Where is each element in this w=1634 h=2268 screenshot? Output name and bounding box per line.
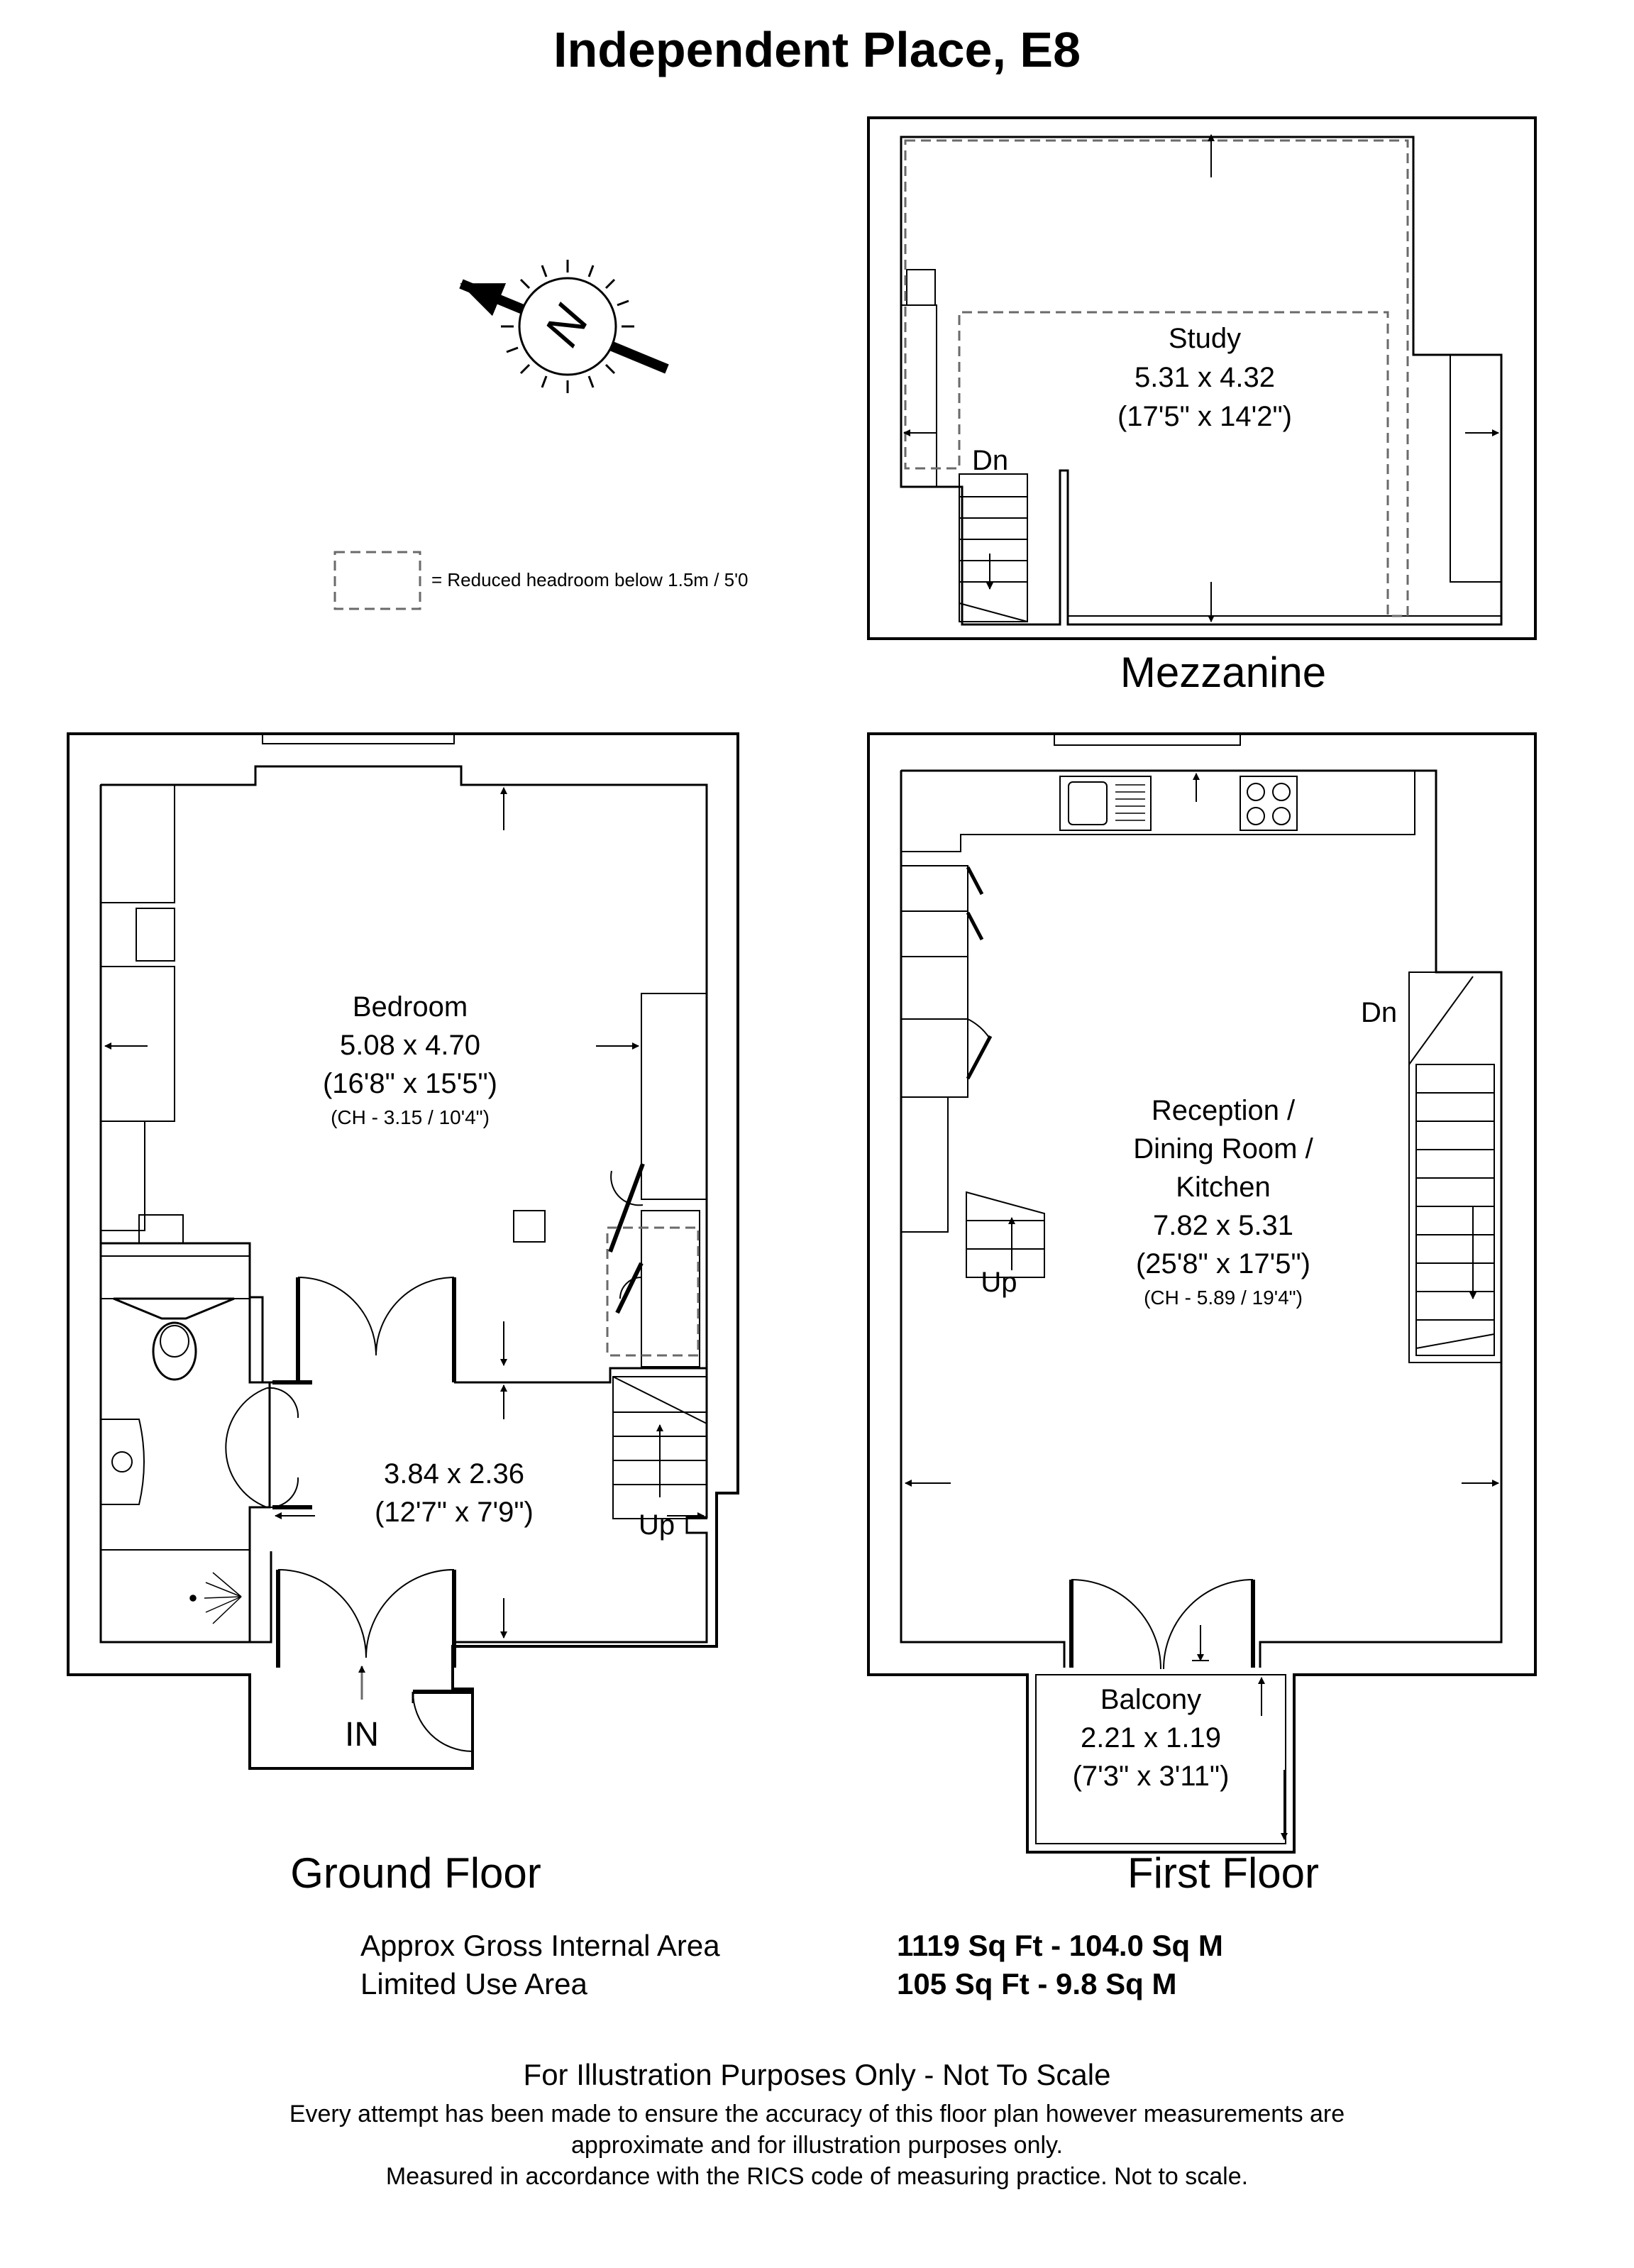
hall-metric: 3.84 x 2.36 xyxy=(384,1458,524,1490)
entrance-label: IN xyxy=(345,1716,379,1754)
headroom-legend: = Reduced headroom below 1.5m / 5'0 xyxy=(333,551,749,610)
gross-area-value: 1119 Sq Ft - 104.0 Sq M xyxy=(897,1929,1223,1962)
reception-line1: Reception / xyxy=(1152,1095,1296,1126)
compass-ticks xyxy=(501,260,634,393)
bedroom-metric: 5.08 x 4.70 xyxy=(340,1030,480,1061)
first-floor-down-stair xyxy=(1408,971,1502,1363)
ground-stair xyxy=(612,1376,707,1519)
study-imperial: (17'5" x 14'2") xyxy=(1117,401,1292,432)
mezzanine-stair-label: Dn xyxy=(972,445,1008,476)
first-floor-plan: Reception / Dining Room / Kitchen 7.82 x… xyxy=(867,732,1537,1897)
reception-ceiling: (CH - 5.89 / 19'4") xyxy=(1144,1287,1303,1309)
first-stair-up-label: Up xyxy=(981,1267,1017,1298)
illustration-notice: For Illustration Purposes Only - Not To … xyxy=(523,2058,1111,2091)
legend-text: = Reduced headroom below 1.5m / 5'0 xyxy=(431,569,749,590)
gross-area-label: Approx Gross Internal Area xyxy=(360,1929,720,1962)
mezzanine-floor-label: Mezzanine xyxy=(1120,649,1326,696)
bedroom-imperial: (16'8" x 15'5") xyxy=(323,1068,497,1099)
first-floor-up-stair xyxy=(966,1191,1045,1278)
hob-icon xyxy=(1240,776,1298,831)
limited-area-label: Limited Use Area xyxy=(360,1967,587,2000)
study-name: Study xyxy=(1169,323,1241,354)
reception-line3: Kitchen xyxy=(1176,1172,1270,1203)
balcony-metric: 2.21 x 1.19 xyxy=(1081,1722,1221,1754)
shower-spray-icon xyxy=(189,1572,242,1624)
balcony-name: Balcony xyxy=(1100,1684,1201,1715)
reception-imperial: (25'8" x 17'5") xyxy=(1136,1248,1310,1279)
mezzanine-plan: Study 5.31 x 4.32 (17'5" x 14'2") Dn Mez… xyxy=(867,116,1537,696)
bedroom-ceiling: (CH - 3.15 / 10'4") xyxy=(331,1106,490,1128)
ground-floor-plan: Bedroom 5.08 x 4.70 (16'8" x 15'5") (CH … xyxy=(67,732,739,1897)
ground-stair-label: Up xyxy=(639,1509,675,1541)
sink-icon xyxy=(1059,776,1152,831)
hall-imperial: (12'7" x 7'9") xyxy=(375,1497,534,1528)
study-metric: 5.31 x 4.32 xyxy=(1135,362,1275,393)
reception-metric: 7.82 x 5.31 xyxy=(1153,1210,1293,1241)
balcony-imperial: (7'3" x 3'11") xyxy=(1073,1761,1230,1792)
page-title: Independent Place, E8 xyxy=(553,22,1081,77)
reception-line2: Dining Room / xyxy=(1133,1133,1313,1165)
disclaimer-line-2: approximate and for illustration purpose… xyxy=(571,2132,1063,2159)
mezzanine-stair xyxy=(959,473,1028,622)
bedroom-name: Bedroom xyxy=(353,991,468,1023)
limited-area-value: 105 Sq Ft - 9.8 Sq M xyxy=(897,1967,1177,2000)
first-stair-dn-label: Dn xyxy=(1361,997,1397,1028)
ground-floor-label: Ground Floor xyxy=(290,1849,541,1897)
disclaimer-line-3: Measured in accordance with the RICS cod… xyxy=(385,2163,1249,2190)
first-floor-label: First Floor xyxy=(1127,1849,1319,1897)
disclaimer-line-1: Every attempt has been made to ensure th… xyxy=(289,2101,1345,2127)
north-compass: N xyxy=(459,260,669,393)
